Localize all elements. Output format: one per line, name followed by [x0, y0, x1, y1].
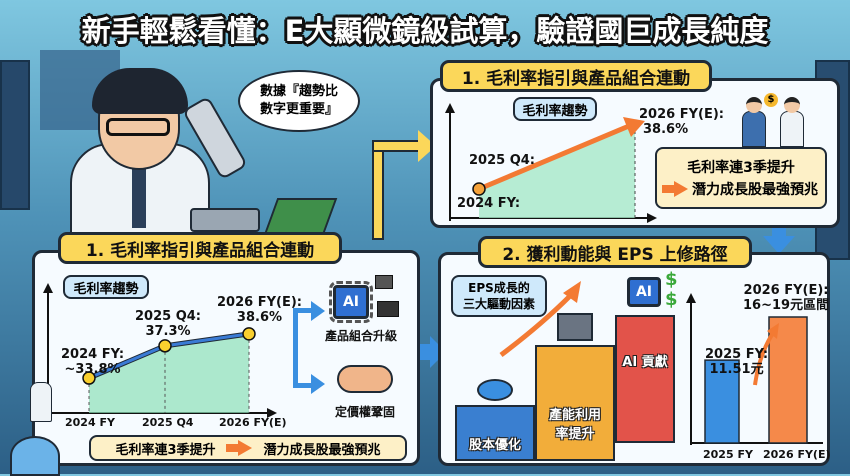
glasses-icon: [106, 118, 170, 136]
driver-product-mix: 產品組合升級: [325, 329, 398, 343]
label-2025: 2025 Q4:: [469, 153, 536, 168]
x-axis-arrow: [267, 408, 277, 418]
panel-eps-path: EPS成長的三大驅動因素 股本優化 產能利用率提升 AI 貢獻 AI $ $ 2…: [438, 252, 831, 466]
eps-bar-chart: [686, 293, 823, 445]
dollar-icon: $: [665, 269, 678, 290]
tab-gross-margin-left: 1. 毛利率指引與產品組合連動: [58, 232, 342, 264]
bar-label-2025: 2025 FY:11.51元: [705, 347, 769, 377]
bar-tick-2026: 2026 FY(E): [763, 448, 831, 461]
data-point: [242, 327, 256, 341]
bracket-arrow: [293, 308, 313, 388]
x-tick-2026: 2026 FY(E): [219, 416, 287, 429]
handshake-businessmen-icon: $: [738, 93, 808, 147]
label-2026: 2026 FY(E):: [639, 107, 724, 122]
mini-scientist-icon: [30, 382, 52, 422]
block-capacity-utilization: 產能利用率提升: [535, 345, 615, 461]
factory-icon: [557, 313, 593, 341]
panel-gross-margin-left: 毛利率趨勢 2024 FY:~33.8% 2025 Q4:37.3% 2026 …: [32, 250, 420, 466]
value-2026: 38.6%: [643, 122, 689, 137]
point-label-2025: 2025 Q4:37.3%: [135, 309, 202, 339]
note-top-line1: 毛利率連3季提升: [687, 160, 795, 176]
tab-eps-path: 2. 獲利動能與 EPS 上修路徑: [478, 236, 752, 268]
y-axis-arrow: [43, 283, 53, 293]
mascot-blob: [10, 436, 60, 476]
top-mini-chart: [445, 103, 657, 223]
bar-label-2026: 2026 FY(E):16~19元區間: [743, 283, 830, 313]
area-fill: [89, 333, 249, 413]
gross-margin-line-chart: [43, 283, 277, 418]
pie-chart-icon: [477, 379, 513, 401]
note-bottom-left: 毛利率連3季提升 潛力成長股最強預兆: [89, 435, 407, 461]
y-axis-arrow: [686, 293, 696, 303]
arrow-to-pricing: [311, 374, 325, 394]
block-share-optimization: 股本優化: [455, 405, 535, 461]
background-monitor-left: [0, 60, 30, 210]
speech-line-2: 數字更重要』: [259, 102, 338, 117]
note-top-line2: 潛力成長股最強預兆: [692, 182, 818, 198]
speech-bubble: 數據『趨勢比數字更重要』: [238, 70, 360, 132]
data-point: [158, 339, 172, 353]
trend-arrow-head: [623, 117, 645, 137]
pill-gross-margin-trend: 毛利率趨勢: [513, 97, 597, 121]
note-right-text: 潛力成長股最強預兆: [263, 442, 381, 458]
speech-line-1: 數據『趨勢比: [259, 84, 338, 99]
bar-2026FYE: [768, 316, 808, 444]
trend-area: [479, 125, 635, 218]
scientist-hair: [92, 68, 188, 114]
pill-eps-drivers: EPS成長的三大驅動因素: [451, 275, 547, 317]
flow-arrow-up: [372, 140, 384, 240]
tab-gross-margin-top: 1. 毛利率指引與產品組合連動: [440, 60, 712, 92]
orange-arrow-icon: [662, 181, 688, 197]
bar-tick-2025: 2025 FY: [703, 448, 753, 461]
point-label-2026: 2026 FY(E):38.6%: [217, 295, 302, 325]
block-ai-contribution: AI 貢獻: [615, 315, 675, 443]
note-left-text: 毛利率連3季提升: [115, 442, 216, 458]
x-tick-2025: 2025 Q4: [142, 416, 194, 429]
growth-arrows: [499, 281, 581, 357]
panel-gross-margin-top: 毛利率趨勢 2024 FY: 2025 Q4: 2026 FY(E): 38.6…: [430, 78, 840, 228]
note-top: 毛利率連3季提升 潛力成長股最強預兆: [655, 147, 827, 209]
orange-arrow-icon: [225, 440, 252, 456]
ai-chip-icon: AI: [329, 281, 373, 323]
growth-arrow-head: [767, 323, 779, 339]
microscope-icon: [182, 95, 260, 238]
flow-arrow-down-head: [763, 236, 795, 254]
flow-arrow-right: [372, 140, 422, 152]
point-2024: [472, 182, 486, 196]
coin-icon: $: [764, 93, 778, 107]
data-point: [82, 371, 96, 385]
bar-2025FY: [704, 359, 740, 444]
label-2024: 2024 FY:: [457, 196, 521, 211]
dollar-icon-2: $: [665, 289, 678, 310]
component-chip-icon: [375, 275, 393, 289]
trend-arrow: [478, 123, 630, 192]
page-title: 新手輕鬆看懂：E大顯微鏡級試算，驗證國巨成長純度: [81, 14, 769, 48]
ai-chip-icon: AI: [627, 277, 661, 307]
arrow-to-product-mix: [311, 301, 325, 321]
small-chip-icon: [377, 301, 399, 317]
growth-arrow: [753, 331, 775, 386]
pill-gross-margin-trend-left: 毛利率趨勢: [63, 275, 149, 299]
x-tick-2024: 2024 FY: [65, 416, 115, 429]
point-label-2024: 2024 FY:~33.8%: [61, 347, 125, 377]
handshake-icon: [337, 365, 393, 393]
driver-pricing-power: 定價權鞏固: [335, 405, 396, 419]
scientist-tie: [132, 158, 146, 228]
